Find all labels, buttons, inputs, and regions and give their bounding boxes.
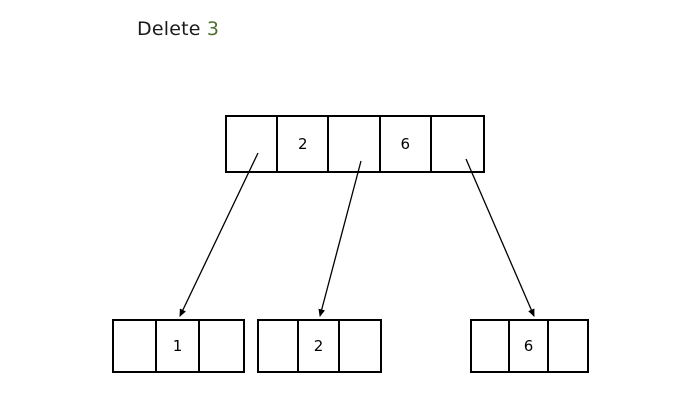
root-cell-pointer-2 [432,117,483,171]
leaf-node-0: 1 [112,319,245,373]
leaf-2-cell-key-0: 6 [510,321,549,371]
root-cell-key-0: 2 [278,117,330,171]
leaf-node-1: 2 [257,319,382,373]
leaf-0-cell-key-0: 1 [157,321,201,371]
title-key: 3 [206,18,220,40]
root-cell-pointer-1 [329,117,381,171]
leaf-0-cell-pointer-0 [114,321,158,371]
edge-root-to-leaf-1 [318,160,362,318]
root-node: 2 6 [225,115,485,173]
leaf-1-cell-pointer-0 [259,321,300,371]
leaf-2-cell-pointer-1 [549,321,587,371]
edge-root-to-leaf-2 [465,158,535,317]
page-title: Delete 3 [137,16,219,42]
root-cell-pointer-0 [227,117,279,171]
root-cell-key-1: 6 [381,117,432,171]
leaf-node-2: 6 [470,319,589,373]
edge-root-to-leaf-0 [179,152,259,317]
leaf-1-cell-pointer-1 [340,321,380,371]
leaf-2-cell-pointer-0 [472,321,511,371]
leaf-0-cell-pointer-1 [200,321,243,371]
leaf-1-cell-key-0: 2 [299,321,340,371]
title-action: Delete [137,18,201,40]
